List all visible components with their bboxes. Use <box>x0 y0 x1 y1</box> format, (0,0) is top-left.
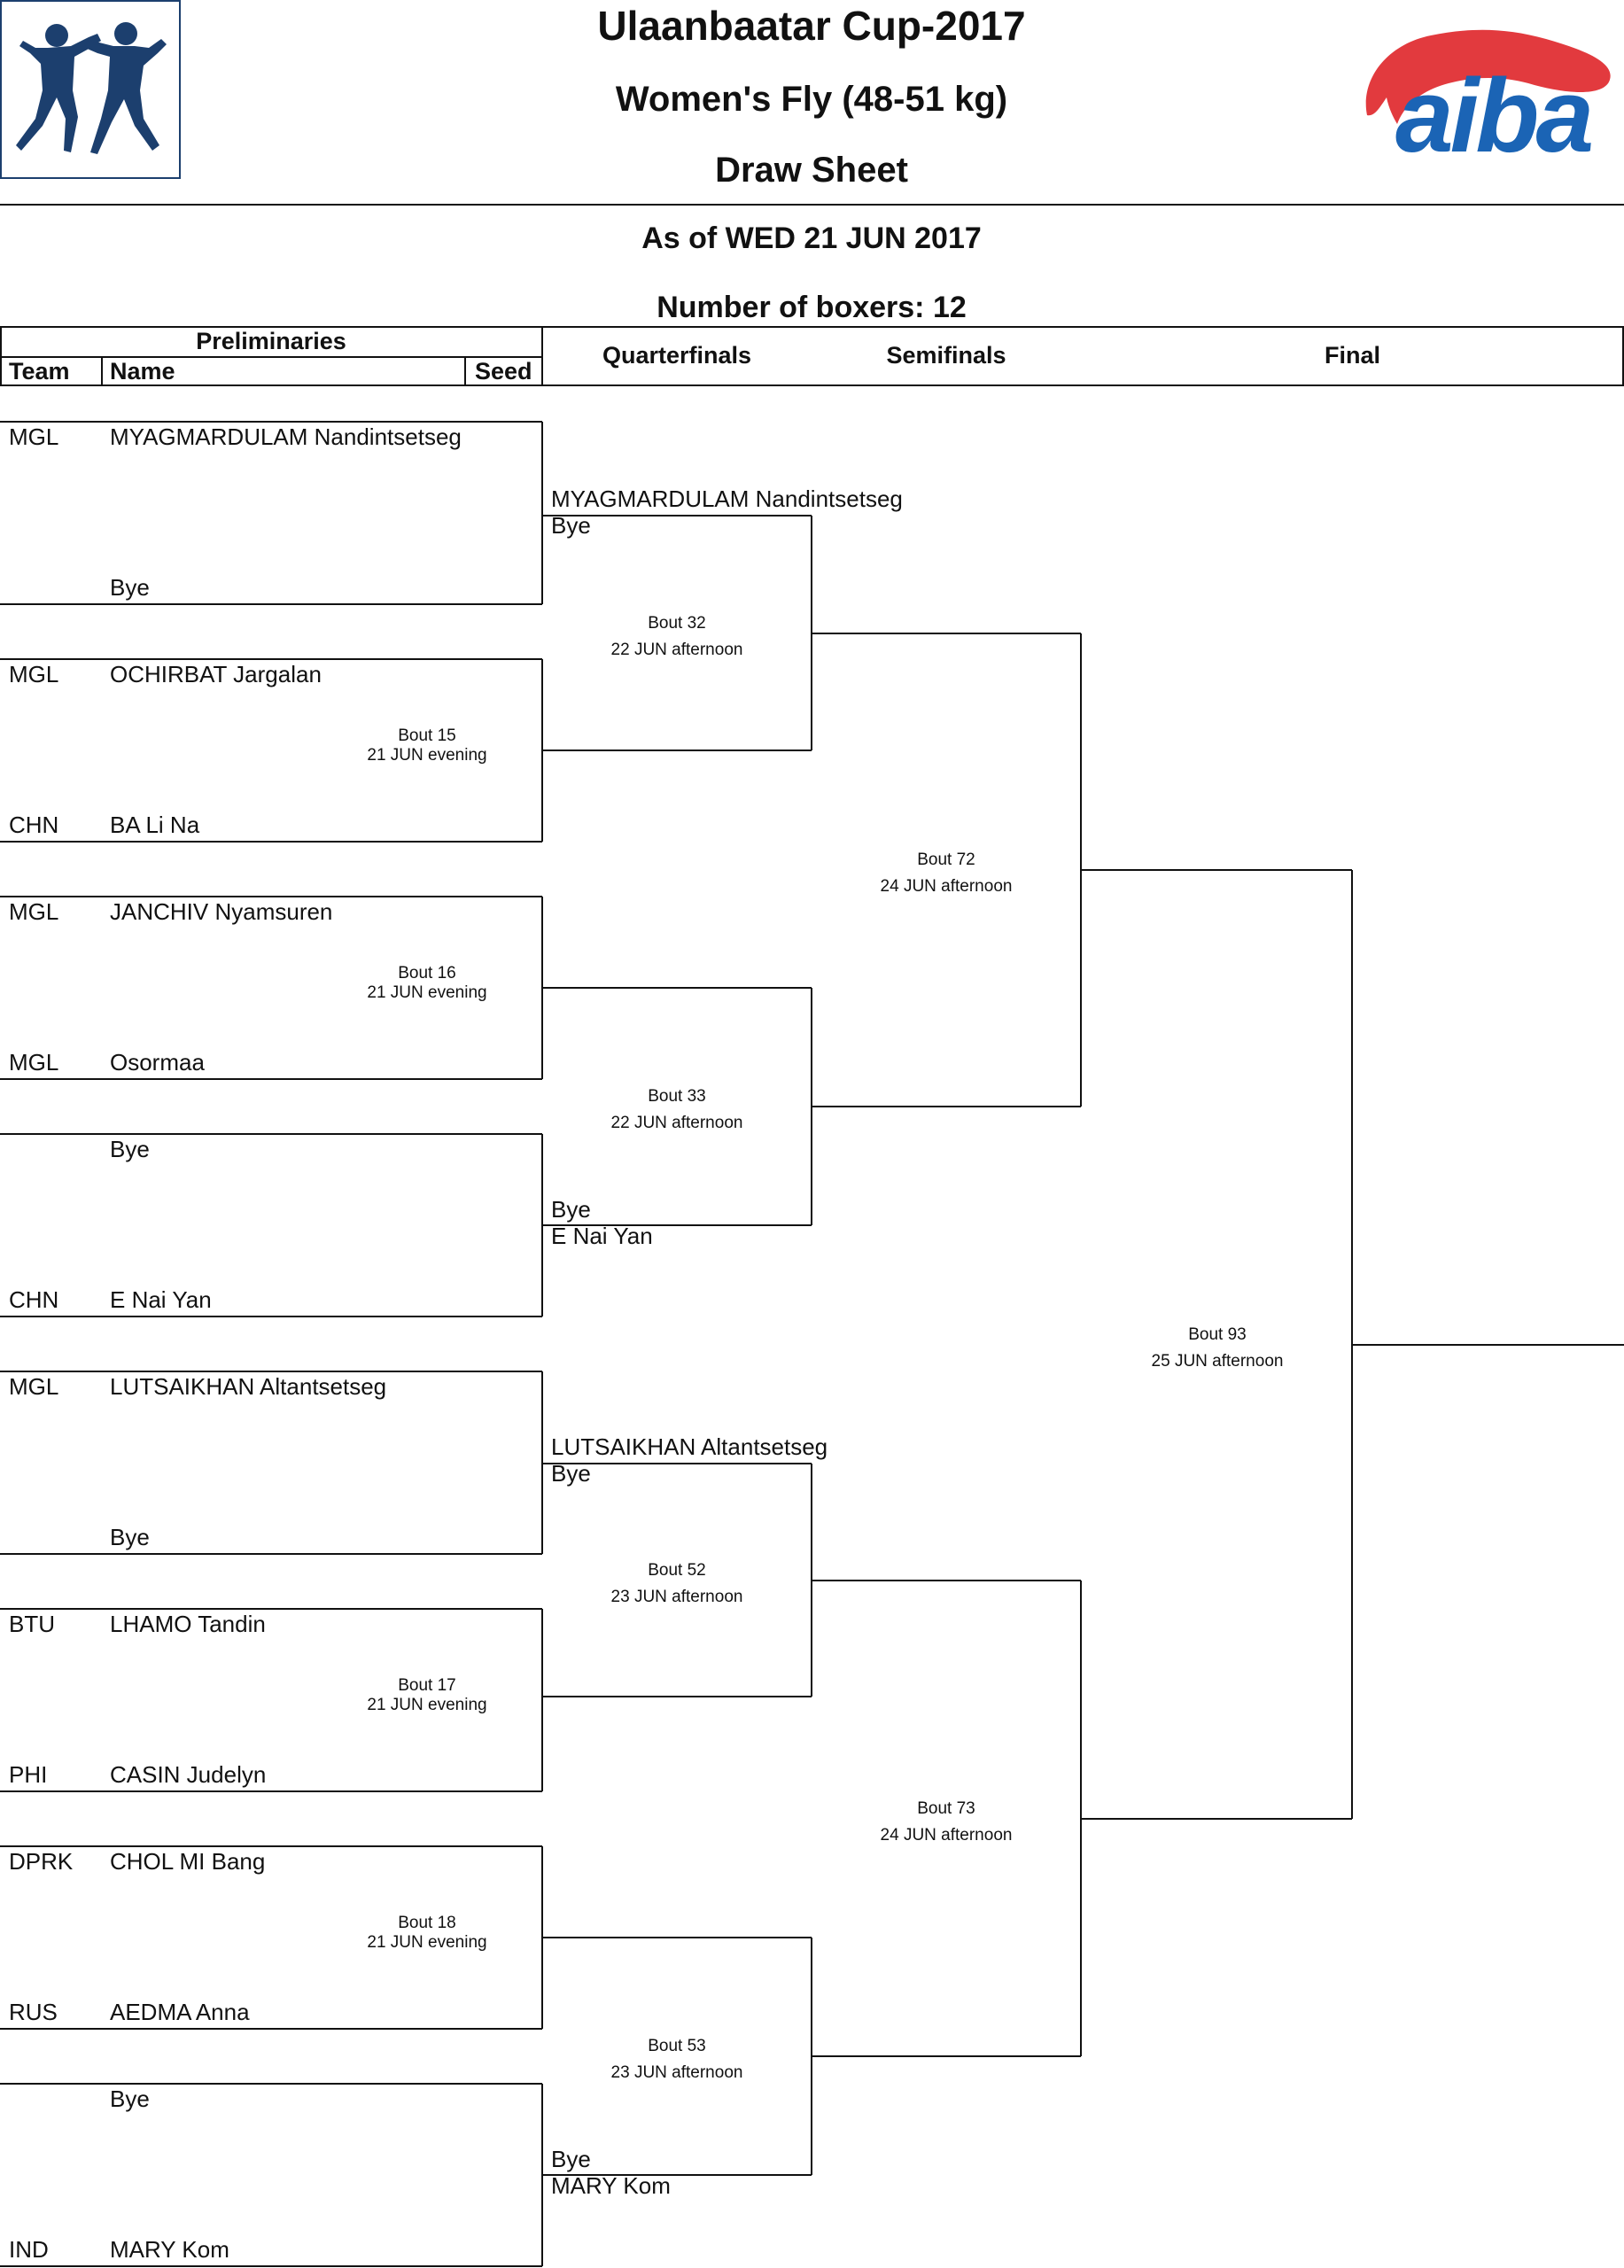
as-of-date: As of WED 21 JUN 2017 <box>641 221 982 255</box>
entry-name: Bye <box>110 574 150 601</box>
prelim-bout-number: Bout 16 <box>398 964 456 983</box>
aiba-wordmark: aiba <box>1395 58 1594 175</box>
entry-team: MGL <box>9 1049 59 1076</box>
weight-class: Women's Fly (48-51 kg) <box>615 80 1008 119</box>
prelim-bout-number: Bout 18 <box>398 1914 456 1932</box>
prelim-bout-time: 21 JUN evening <box>367 1933 487 1952</box>
col-seed: Seed <box>475 358 532 384</box>
boxers-logo <box>0 0 181 179</box>
qf-name: Bye <box>551 1196 591 1223</box>
qf-bout-time: 22 JUN afternoon <box>610 1114 743 1132</box>
entry-name: CASIN Judelyn <box>110 1761 267 1788</box>
qf-bout-number: Bout 52 <box>648 1561 706 1580</box>
qf-bout-time: 23 JUN afternoon <box>610 2063 743 2082</box>
entry-name: LUTSAIKHAN Altantsetseg <box>110 1373 387 1400</box>
entry-name: Osormaa <box>110 1049 205 1076</box>
entry-team: MGL <box>9 1373 59 1400</box>
col-final: Final <box>1324 342 1380 369</box>
entry-team: MGL <box>9 898 59 925</box>
entry-team: MGL <box>9 661 59 687</box>
qf-name: MARY Kom <box>551 2172 671 2199</box>
qf-name: LUTSAIKHAN Altantsetseg <box>551 1433 828 1460</box>
aiba-logo: aiba <box>1351 9 1624 173</box>
prelim-bout-number: Bout 15 <box>398 726 456 745</box>
entry-name: Bye <box>110 1524 150 1550</box>
boxers-icon <box>16 22 167 154</box>
entry-team: MGL <box>9 423 59 450</box>
col-semifinals: Semifinals <box>886 342 1006 369</box>
entry-team: IND <box>9 2236 49 2263</box>
col-team: Team <box>9 358 70 384</box>
entry-name: Bye <box>110 2085 150 2112</box>
prelim-bout-time: 21 JUN evening <box>367 1696 487 1714</box>
sf-bout-time: 24 JUN afternoon <box>880 877 1013 896</box>
final-bout-number: Bout 93 <box>1188 1325 1247 1344</box>
col-quarterfinals: Quarterfinals <box>602 342 752 369</box>
qf-bout-number: Bout 33 <box>648 1087 706 1106</box>
entry-name: MYAGMARDULAM Nandintsetseg <box>110 423 462 450</box>
entry-team: PHI <box>9 1761 48 1788</box>
col-name: Name <box>110 358 175 384</box>
sheet-title: Draw Sheet <box>715 151 908 190</box>
qf-name: Bye <box>551 2146 591 2172</box>
entry-name: MARY Kom <box>110 2236 229 2263</box>
prelim-bout-time: 21 JUN evening <box>367 983 487 1002</box>
entry-name: OCHIRBAT Jargalan <box>110 661 322 687</box>
final-bout-time: 25 JUN afternoon <box>1151 1352 1284 1371</box>
boxer-count: Number of boxers: 12 <box>657 291 967 324</box>
qf-name: E Nai Yan <box>551 1223 653 1249</box>
qf-bout-time: 22 JUN afternoon <box>610 641 743 659</box>
entry-team: RUS <box>9 1999 58 2025</box>
qf-name: MYAGMARDULAM Nandintsetseg <box>551 485 903 512</box>
prelim-bout-number: Bout 17 <box>398 1676 456 1695</box>
entry-team: CHN <box>9 1286 59 1313</box>
entry-name: JANCHIV Nyamsuren <box>110 898 333 925</box>
qf-name: Bye <box>551 512 591 539</box>
header-divider <box>0 204 1624 206</box>
entry-name: BA Li Na <box>110 812 200 838</box>
entry-name: E Nai Yan <box>110 1286 212 1313</box>
event-title: Ulaanbaatar Cup-2017 <box>597 3 1026 49</box>
entry-name: LHAMO Tandin <box>110 1611 266 1637</box>
entry-name: Bye <box>110 1136 150 1162</box>
entry-team: CHN <box>9 812 59 838</box>
entry-team: BTU <box>9 1611 55 1637</box>
qf-bout-time: 23 JUN afternoon <box>610 1588 743 1606</box>
sf-bout-time: 24 JUN afternoon <box>880 1826 1013 1845</box>
qf-bout-number: Bout 32 <box>648 614 706 633</box>
entry-team: DPRK <box>9 1848 74 1875</box>
sf-bout-number: Bout 73 <box>917 1799 975 1818</box>
entry-name: AEDMA Anna <box>110 1999 250 2025</box>
qf-bout-number: Bout 53 <box>648 2037 706 2055</box>
entry-name: CHOL MI Bang <box>110 1848 266 1875</box>
qf-name: Bye <box>551 1460 591 1487</box>
boxing-glove-icon <box>1365 29 1611 124</box>
col-preliminaries: Preliminaries <box>196 328 346 354</box>
sf-bout-number: Bout 72 <box>917 850 975 869</box>
prelim-bout-time: 21 JUN evening <box>367 746 487 765</box>
